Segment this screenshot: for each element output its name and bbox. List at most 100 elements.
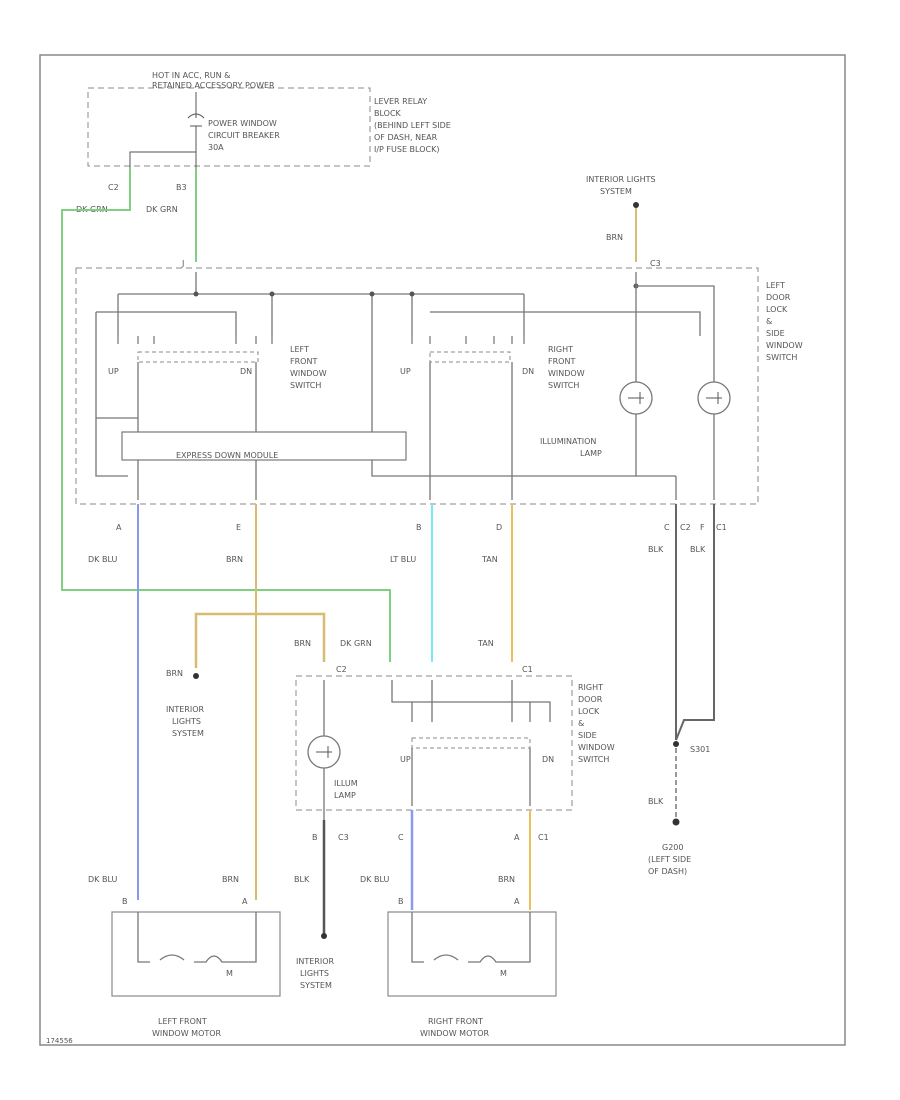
relay-label-3: (BEHIND LEFT SIDE — [374, 121, 451, 130]
wire-brn-rdl: BRN — [294, 639, 311, 648]
rdl-label-6: WINDOW — [578, 743, 615, 752]
conn-c1-ldl: C1 — [716, 523, 727, 532]
bus-node-2 — [269, 291, 275, 297]
rdl-label-5: SIDE — [578, 731, 597, 740]
rfw-label-2: FRONT — [548, 357, 575, 366]
conn-c1-rdl: C1 — [522, 665, 533, 674]
right-switch-outputs — [429, 362, 513, 500]
pin-e: E — [236, 523, 241, 532]
left-switch-secondary-bus — [95, 311, 701, 477]
wire-dk-grn-rdl: DK GRN — [340, 639, 372, 648]
illum-rdl-2: LAMP — [334, 791, 356, 800]
bus-node-1 — [193, 291, 199, 297]
cb-label-1: POWER WINDOW — [208, 119, 277, 128]
lamp-1-filament — [628, 392, 644, 404]
dn-left: DN — [240, 367, 252, 376]
brn-wire-il-branch — [194, 612, 326, 668]
wire-brn-rm: BRN — [498, 875, 515, 884]
ldl-label-5: SIDE — [766, 329, 785, 338]
lamp-2-filament — [706, 392, 722, 404]
right-switch-contacts — [411, 336, 525, 344]
bus-node-4 — [409, 291, 415, 297]
il-top-terminal — [633, 202, 639, 208]
ldl-label-6: WINDOW — [766, 341, 803, 350]
gnd-label-2: (LEFT SIDE — [648, 855, 691, 864]
pin-b-lm: B — [122, 897, 128, 906]
cb-label-2: CIRCUIT BREAKER — [208, 131, 280, 140]
il-system-top-1: INTERIOR LIGHTS — [586, 175, 656, 184]
splice-s301 — [673, 741, 679, 747]
wire-blk-gnd: BLK — [648, 797, 664, 806]
illum-label-1: ILLUMINATION — [540, 437, 596, 446]
rfw-label-3: WINDOW — [548, 369, 585, 378]
ldl-label-2: DOOR — [766, 293, 791, 302]
wire-dk-blu-lm: DK BLU — [88, 875, 117, 884]
pin-b: B — [416, 523, 422, 532]
motor-m-right: M — [500, 969, 507, 978]
right-door-switch-outputs — [411, 748, 531, 806]
ldl-label-1: LEFT — [766, 281, 785, 290]
diagram-frame — [39, 54, 846, 1046]
gnd-label-1: G200 — [662, 843, 683, 852]
pin-c: C — [664, 523, 670, 532]
pin-b-rm: B — [398, 897, 404, 906]
up-left: UP — [108, 367, 119, 376]
il-bottom-terminal — [321, 933, 327, 939]
left-front-switch-link — [137, 351, 259, 363]
rdl-label-3: LOCK — [578, 707, 600, 716]
hot-label: HOT IN ACC, RUN & — [152, 71, 230, 80]
illum-label-2: LAMP — [580, 449, 602, 458]
wire-brn-e: BRN — [226, 555, 243, 564]
left-door-switch-outline — [75, 267, 759, 505]
gnd-label-3: OF DASH) — [648, 867, 687, 876]
conn-j: J — [181, 259, 184, 268]
rdl-label-7: SWITCH — [578, 755, 609, 764]
pin-c-rdl: C — [398, 833, 404, 842]
circuit-breaker-arc — [187, 113, 205, 119]
relay-label-4: OF DASH, NEAR — [374, 133, 438, 142]
wire-dk-blu: DK BLU — [88, 555, 117, 564]
relay-label-2: BLOCK — [374, 109, 402, 118]
express-label: EXPRESS DOWN MODULE — [176, 451, 278, 460]
il-mid-1: INTERIOR — [166, 705, 205, 714]
express-down-module — [121, 431, 407, 461]
up-rdl: UP — [400, 755, 411, 764]
illum-return — [635, 414, 715, 500]
ground-g200 — [672, 818, 680, 826]
cb-label-3: 30A — [208, 143, 224, 152]
right-door-switch-outline — [295, 675, 573, 811]
express-return — [371, 460, 676, 477]
left-front-window-motor — [111, 911, 281, 997]
lfw-label-2: FRONT — [290, 357, 317, 366]
il-mid-terminal — [193, 673, 199, 679]
pin-a-rdl: A — [514, 833, 520, 842]
rfm-label-2: WINDOW MOTOR — [420, 1029, 490, 1038]
il-mid-2: LIGHTS — [172, 717, 201, 726]
conn-b3-top: B3 — [176, 183, 187, 192]
ldl-label-7: SWITCH — [766, 353, 797, 362]
illum-feed-right — [636, 285, 715, 382]
left-switch-contacts — [117, 336, 273, 344]
illum-rdl-1: ILLUM — [334, 779, 358, 788]
relay-label-1: LEVER RELAY — [374, 97, 427, 106]
rdl-label-4: & — [578, 719, 584, 728]
ldl-label-3: LOCK — [766, 305, 788, 314]
rdl-label-1: RIGHT — [578, 683, 603, 692]
left-switch-outputs — [137, 362, 257, 500]
hot-label-2: RETAINED ACCESSORY POWER — [152, 81, 275, 90]
rdl-label-2: DOOR — [578, 695, 603, 704]
relay-label-5: I/P FUSE BLOCK) — [374, 145, 439, 154]
rfw-label-4: SWITCH — [548, 381, 579, 390]
lfw-label-3: WINDOW — [290, 369, 327, 378]
lfm-label-2: WINDOW MOTOR — [152, 1029, 222, 1038]
il-bottom-2: LIGHTS — [300, 969, 329, 978]
il-system-top-2: SYSTEM — [600, 187, 632, 196]
il-bottom-3: SYSTEM — [300, 981, 332, 990]
right-lamp-filament — [316, 746, 332, 758]
wire-brn-lm: BRN — [222, 875, 239, 884]
conn-c1-bottom: C1 — [538, 833, 549, 842]
right-door-internal-bus — [391, 680, 551, 722]
wire-dk-grn-label-2: DK GRN — [146, 205, 178, 214]
wire-dk-blu-rm: DK BLU — [360, 875, 389, 884]
